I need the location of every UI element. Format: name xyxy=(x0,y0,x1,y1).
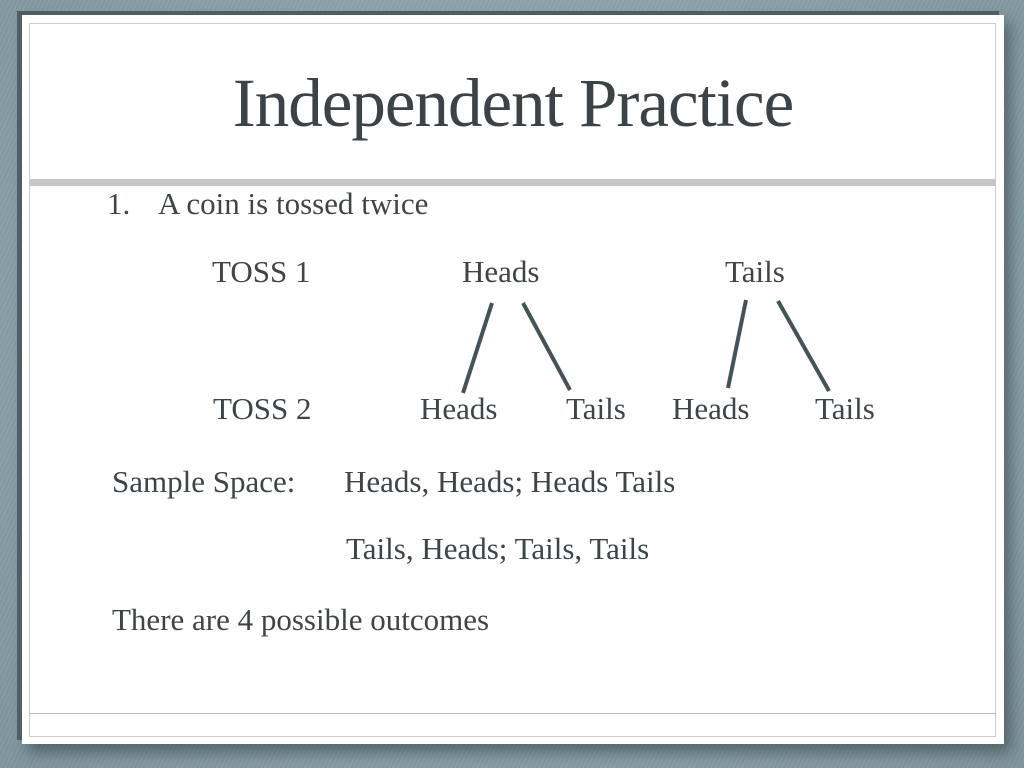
slide-title: Independent Practice xyxy=(232,65,794,141)
toss2-label: TOSS 2 xyxy=(213,391,312,426)
sample-space-label: Sample Space: xyxy=(112,464,296,499)
toss1-outcome-tails: Tails xyxy=(725,254,785,289)
problem-number: 1. xyxy=(107,186,131,221)
sample-space-line2: Tails, Heads; Tails, Tails xyxy=(346,531,650,566)
toss1-label: TOSS 1 xyxy=(212,254,311,289)
toss2-outcome-4: Tails xyxy=(815,391,875,426)
toss2-outcome-3: Heads xyxy=(672,391,750,426)
title-divider xyxy=(29,179,996,186)
toss1-outcome-heads: Heads xyxy=(462,254,540,289)
tree-branch-heads-heads xyxy=(461,302,494,394)
toss2-outcome-1: Heads xyxy=(420,391,498,426)
toss2-outcome-2: Tails xyxy=(566,391,626,426)
sample-space-line1: Heads, Heads; Heads Tails xyxy=(344,464,676,499)
tree-branch-tails-heads xyxy=(726,299,748,389)
problem-statement: A coin is tossed twice xyxy=(158,186,429,221)
footer-divider xyxy=(29,713,996,714)
presentation-slide: Independent Practice 1. A coin is tossed… xyxy=(22,15,1004,744)
tree-branch-heads-tails xyxy=(521,302,572,391)
tree-branch-tails-tails xyxy=(776,300,831,392)
conclusion-text: There are 4 possible outcomes xyxy=(112,602,490,637)
